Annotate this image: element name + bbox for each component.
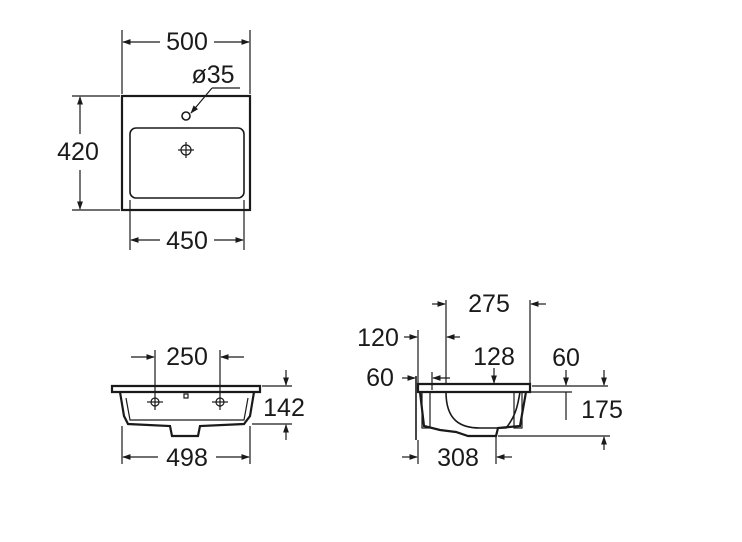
front-view: 250 142 498: [110, 343, 305, 472]
dim-top-width: 500: [121, 28, 251, 94]
label-250: 250: [166, 343, 208, 371]
label-175: 175: [581, 396, 623, 424]
dim-hole-diameter: ø35: [190, 61, 240, 114]
drain-crosshair-icon: [178, 142, 194, 158]
label-498: 498: [166, 444, 208, 472]
top-view: 500 ø35 420 450: [57, 28, 252, 255]
label-120: 120: [357, 324, 399, 352]
label-420: 420: [57, 138, 99, 166]
label-450: 450: [166, 227, 208, 255]
label-128: 128: [473, 343, 515, 371]
label-60-left: 60: [366, 364, 394, 392]
dim-inner-width: 450: [129, 200, 245, 255]
label-hole-diameter: ø35: [191, 61, 234, 89]
dim-tap-spacing: 250: [131, 343, 244, 410]
dim-drain-distance: 308: [402, 436, 512, 472]
dim-rim-offset: 120: [357, 324, 460, 384]
label-142: 142: [263, 394, 305, 422]
dim-drain-offset: 128: [473, 343, 515, 384]
dim-front-height: 142: [252, 370, 305, 440]
dim-side-height: 175: [498, 391, 623, 450]
dim-rim-thickness: 60: [366, 364, 450, 392]
tap-hole: [181, 111, 191, 121]
label-308: 308: [437, 444, 479, 472]
label-500: 500: [166, 28, 208, 56]
front-body: [118, 391, 256, 438]
label-275: 275: [468, 290, 510, 318]
label-60-right: 60: [552, 344, 580, 372]
front-rim: [110, 384, 262, 394]
side-view: 275 120 128 60 60: [357, 290, 623, 472]
side-rim: [416, 382, 532, 394]
side-body: [418, 391, 528, 438]
basin-outer-outline: [120, 94, 252, 212]
dim-top-offset: 60: [532, 344, 608, 387]
dim-basin-depth: 275: [432, 290, 546, 384]
dim-top-depth: 420: [57, 95, 120, 211]
dim-front-width: 498: [121, 426, 251, 472]
basin-inner-bowl: [129, 127, 245, 199]
side-bowl: [445, 391, 521, 429]
